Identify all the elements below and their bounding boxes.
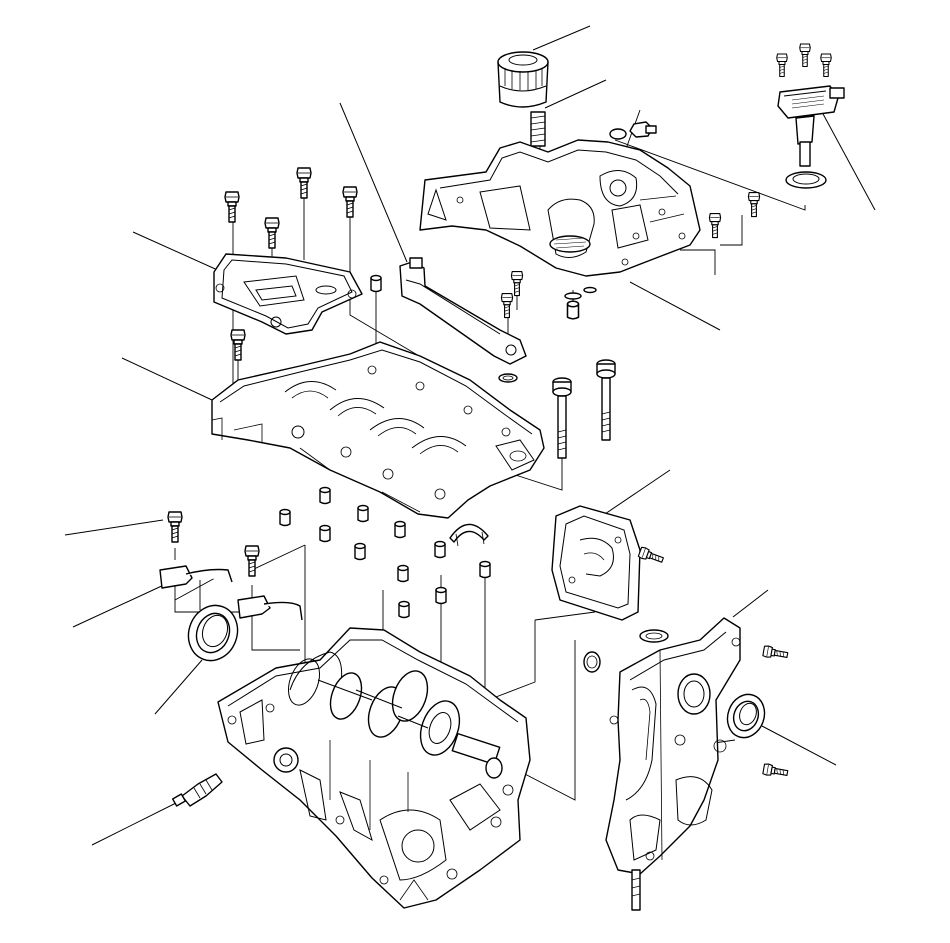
baffle-plate: [213, 253, 363, 335]
oil-pan-bolts: [708, 192, 761, 239]
callout-lines: [64, 25, 876, 846]
baffle-bolts: [224, 167, 358, 249]
crankshaft-sensor: [776, 43, 845, 189]
piston-oil-jets: [159, 511, 303, 621]
drain-bolt: [609, 121, 657, 140]
cylinder-block: [217, 627, 531, 909]
main-bolts: [552, 359, 616, 459]
bearing-cap-bridge: [211, 341, 545, 519]
dowel-pins: [370, 274, 382, 293]
filter-nipple: [530, 111, 546, 147]
oil-pipe: [399, 257, 527, 365]
main-bearings: [449, 523, 489, 547]
rear-oil-seal: [187, 604, 239, 662]
chain-case-gasket: [551, 505, 669, 673]
oil-filter: [497, 51, 549, 108]
front-oil-seal: [726, 693, 766, 739]
o-rings: [498, 271, 597, 383]
oil-pan: [419, 139, 701, 277]
knock-sensor: [171, 773, 223, 807]
chain-case: [605, 617, 789, 911]
